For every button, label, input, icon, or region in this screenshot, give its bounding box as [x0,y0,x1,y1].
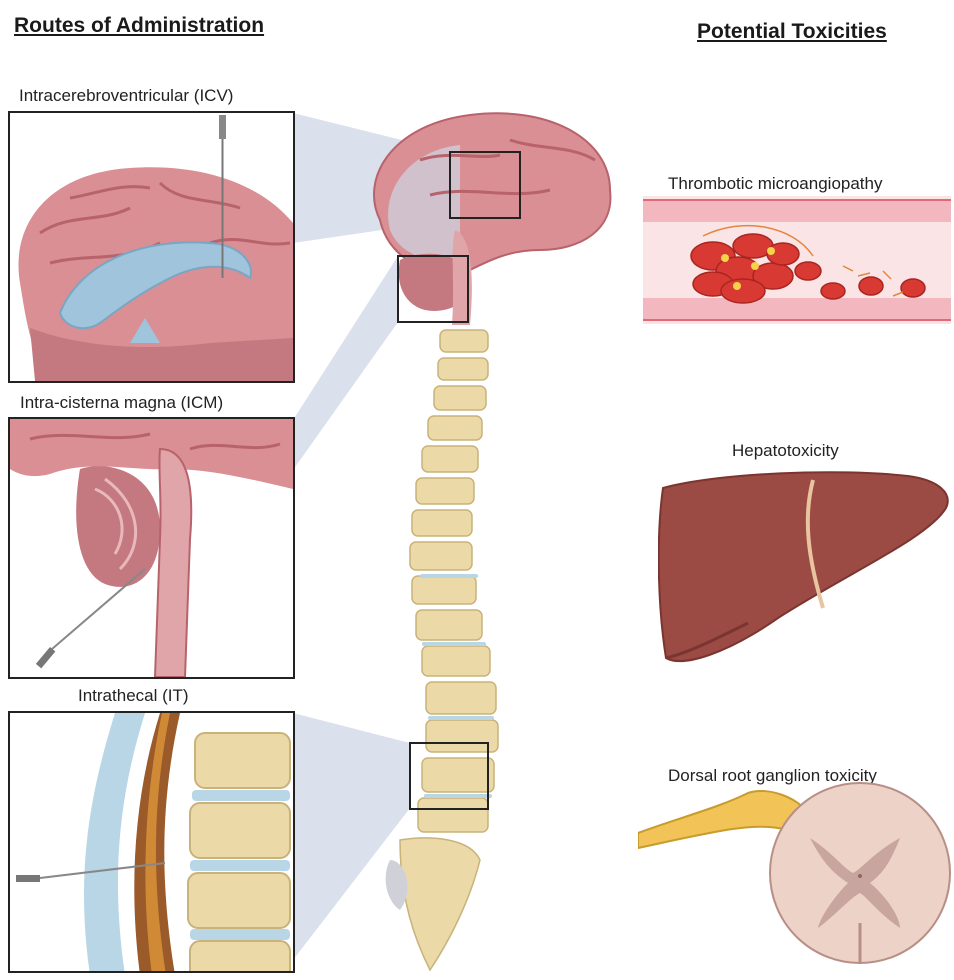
icm-cerebellum-illustration [10,419,293,677]
icv-label: Intracerebroventricular (ICV) [19,86,233,106]
drg-illustration [638,778,954,968]
icv-panel [8,111,295,383]
blood-vessel-illustration [643,196,951,324]
icv-brain-illustration [10,113,293,381]
it-spine-illustration [10,713,293,973]
hepatotoxicity-label: Hepatotoxicity [732,441,839,461]
it-panel [8,711,295,973]
icm-panel [8,417,295,679]
it-label: Intrathecal (IT) [78,686,189,706]
liver-illustration [658,468,954,668]
icm-label: Intra-cisterna magna (ICM) [20,393,223,413]
central-spine [410,330,498,832]
central-anatomy [360,100,640,980]
tma-label: Thrombotic microangiopathy [668,174,882,194]
central-sacrum [400,838,480,970]
